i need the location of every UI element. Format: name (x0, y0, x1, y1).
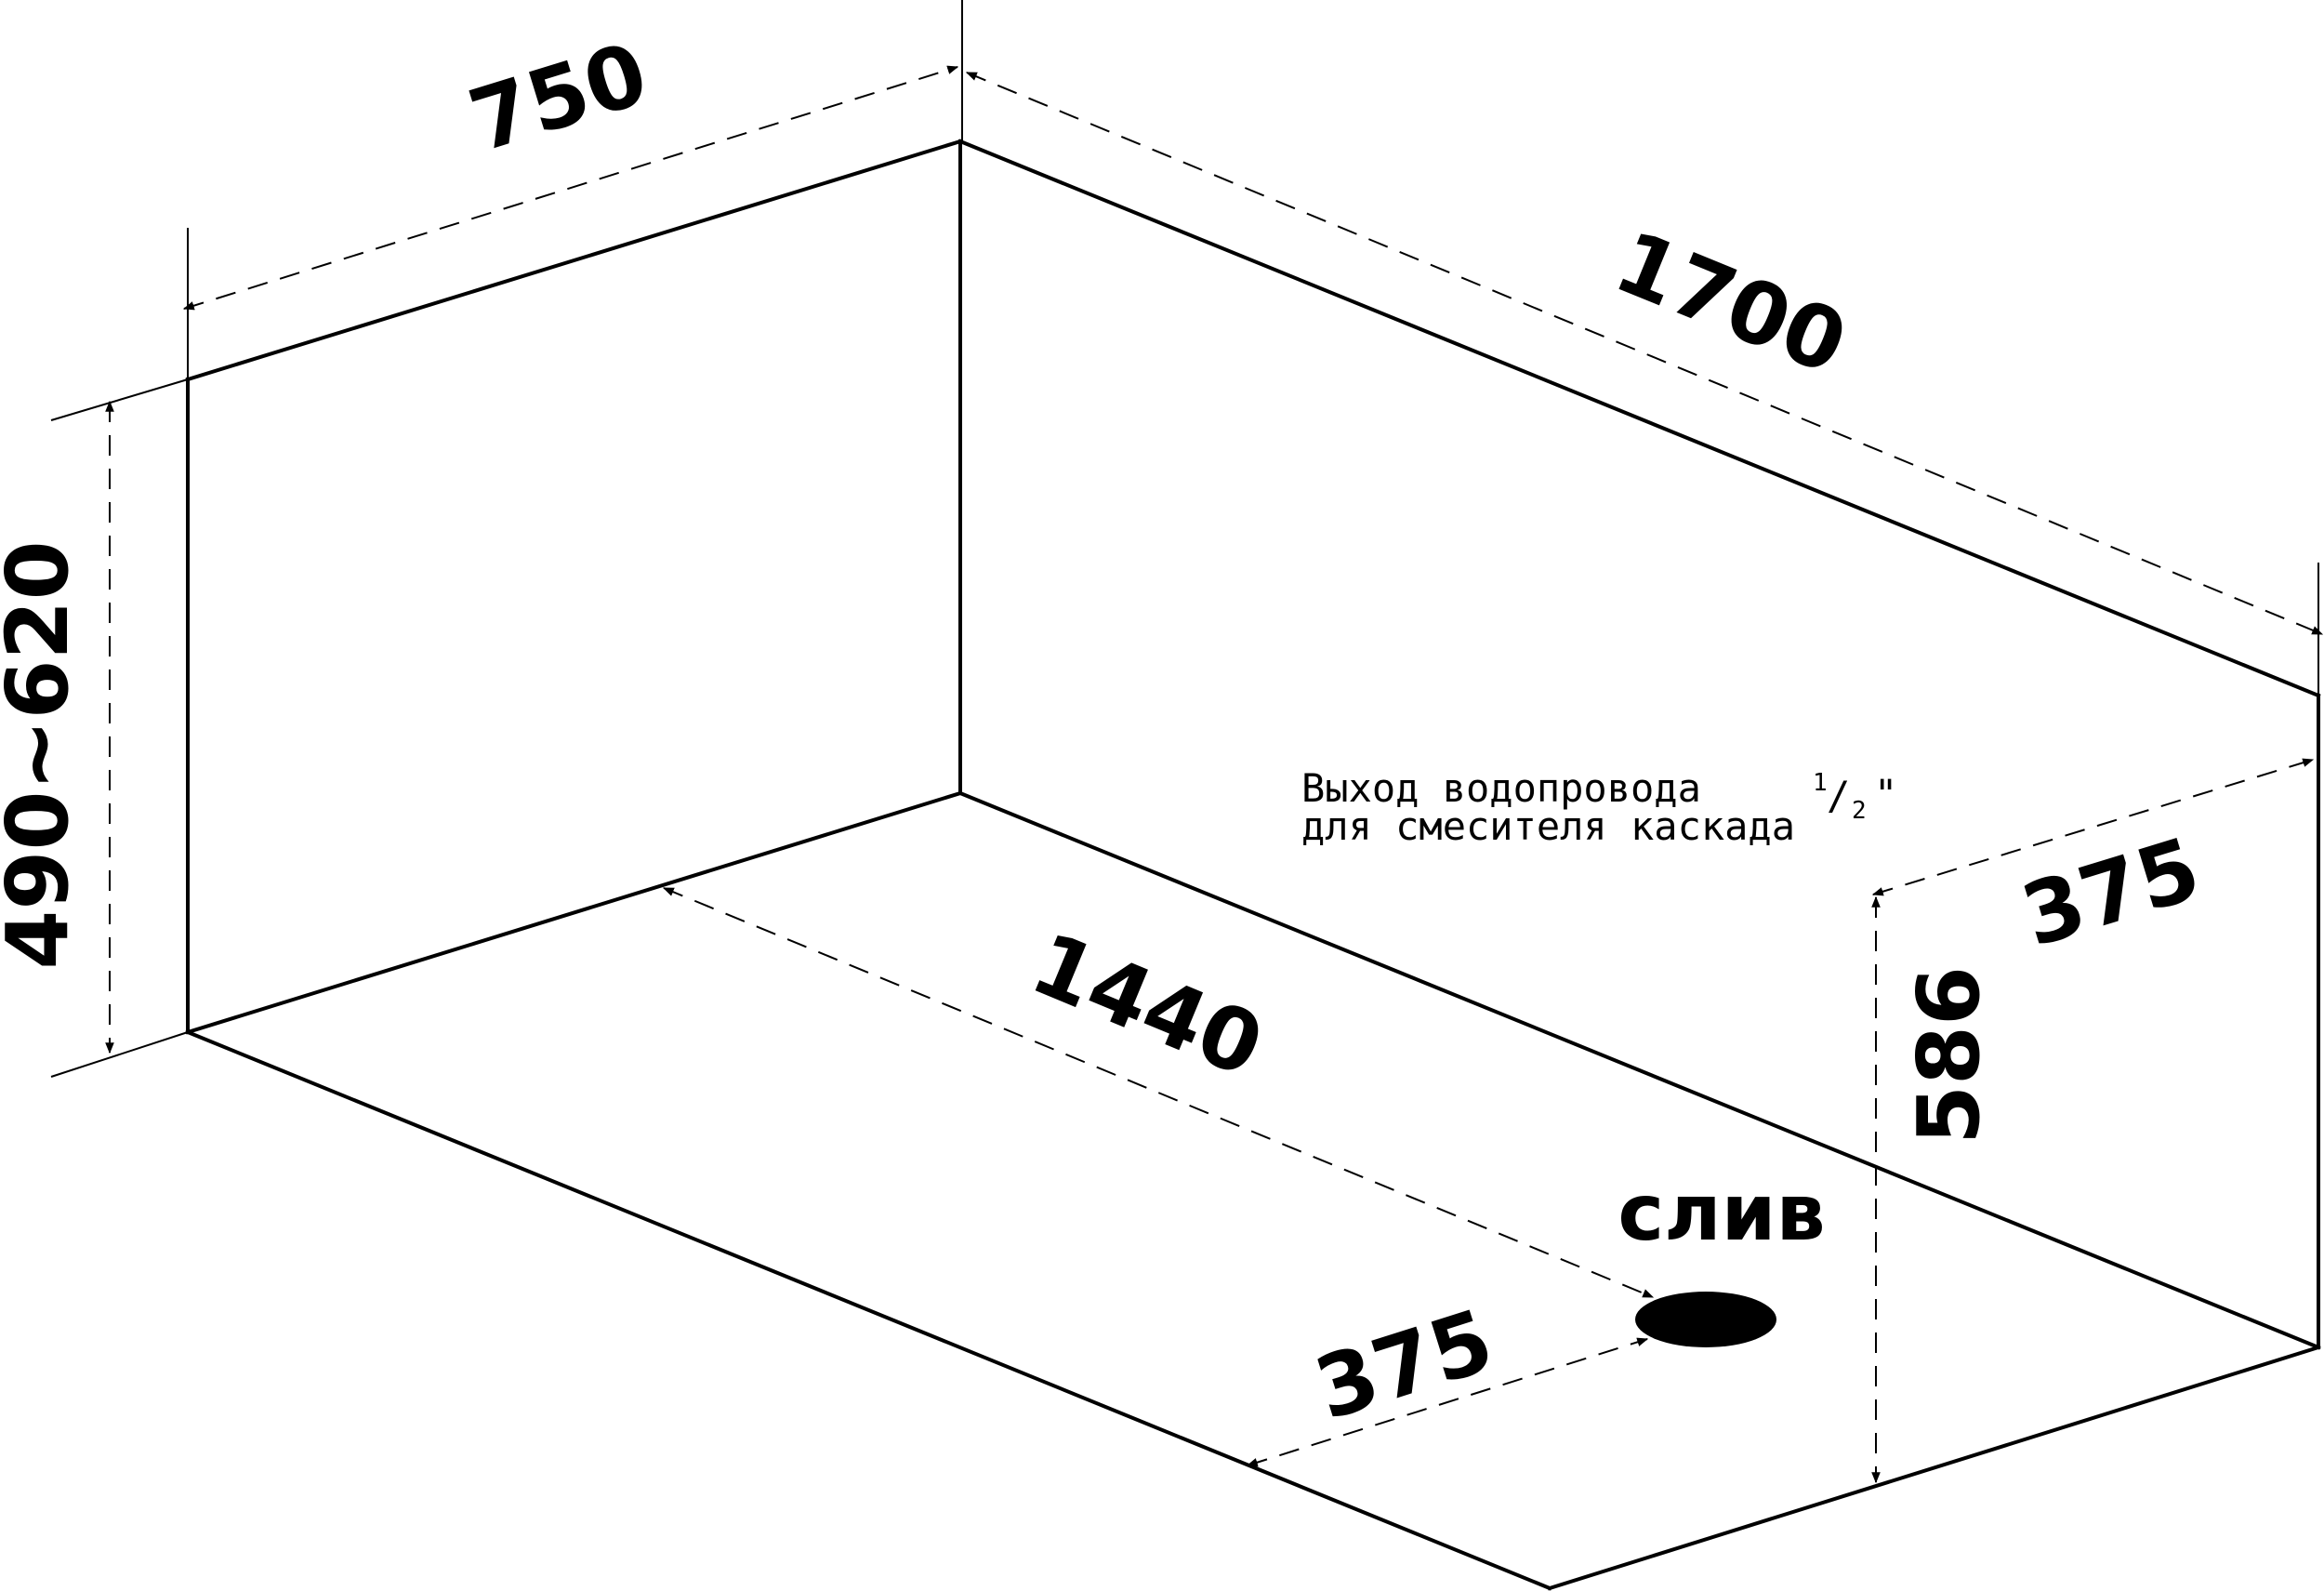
edge-inner-left (185, 790, 963, 1035)
dim-line-750 (182, 65, 959, 311)
note-line-2: для смесителя каскада (1301, 803, 1795, 849)
extension-lines (50, 0, 2319, 1078)
edge-front-bottom (185, 1029, 1552, 1591)
dim-line-375-drain (1246, 1337, 1649, 1467)
dim-line-1700 (965, 72, 2324, 635)
dim-text-586: 586 (1899, 966, 1999, 1145)
dim-text-375-drain: 375 (1304, 1291, 1504, 1439)
note-line-1: Выход водопровода (1301, 765, 1701, 811)
ext-left-bottom (50, 1031, 189, 1078)
edge-right-bottom (1547, 1345, 2321, 1591)
note-fraction-denominator: 2 (1852, 797, 1867, 825)
dimension-lines (105, 65, 2324, 1484)
dim-text-1700: 1700 (1602, 212, 1860, 394)
dim-text-height: 490~620 (0, 540, 87, 969)
dim-text-1440: 1440 (1018, 913, 1276, 1096)
note-fraction-numerator: 1 (1813, 769, 1828, 797)
drain-label: слив (1618, 1167, 1825, 1258)
note-fraction-slash: / (1827, 773, 1850, 818)
edge-top-left (185, 139, 963, 382)
dim-text-750: 750 (458, 24, 658, 172)
dim-text-375-pipe: 375 (2011, 819, 2211, 966)
dim-line-1440 (662, 887, 1655, 1298)
water-outlet-note: Выход водопровода 1 / 2 " для смесителя … (1301, 765, 1897, 849)
note-quote: " (1874, 771, 1897, 816)
ext-left-top (50, 378, 189, 421)
bathtub-outline (185, 139, 2321, 1591)
drain-hole (1635, 1292, 1776, 1347)
dim-line-375-pipe (1871, 758, 2315, 896)
